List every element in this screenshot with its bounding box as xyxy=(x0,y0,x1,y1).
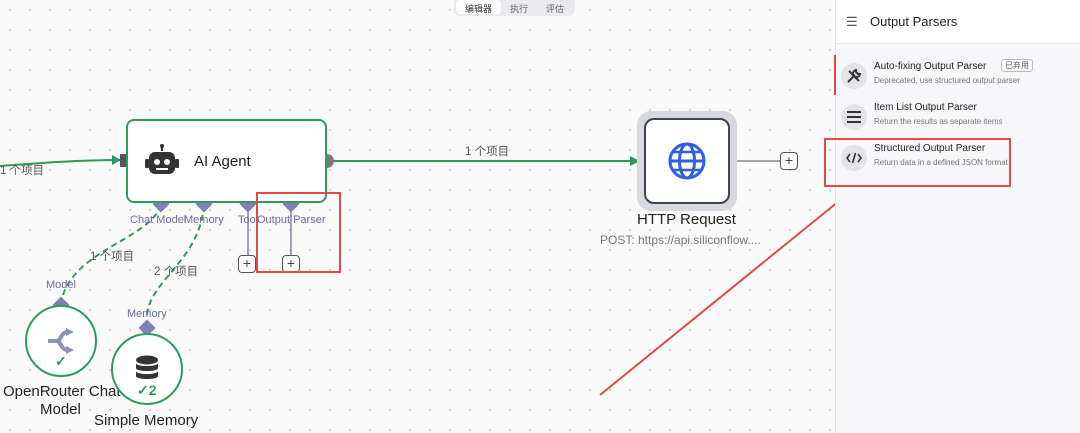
view-tabs: 编辑器 执行 评估 xyxy=(454,0,576,16)
ai-agent-title: AI Agent xyxy=(194,152,251,170)
highlight-arrow-line xyxy=(599,202,835,396)
http-request-title: HTTP Request xyxy=(637,211,736,228)
openrouter-title-line1: OpenRouter Chat xyxy=(3,383,121,400)
output-parser-port-label: Output Parser xyxy=(257,214,326,226)
success-check-icon: ✓2 xyxy=(137,382,157,398)
tool-port-label: Tool xyxy=(238,214,258,226)
tools-icon xyxy=(841,63,867,89)
add-next-node-button[interactable]: + xyxy=(780,152,798,170)
openrouter-chat-model-node[interactable]: ✓ xyxy=(25,305,97,377)
structured-parser-highlight xyxy=(824,138,1011,187)
memory-run-count: 2 xyxy=(148,382,157,398)
list-icon xyxy=(841,104,867,130)
memory-node-port[interactable] xyxy=(138,319,156,337)
simple-memory-title: Simple Memory xyxy=(94,412,199,429)
parser-item-name: Structured Output Parser xyxy=(874,143,986,154)
parser-item-name: Auto-fixing Output Parser xyxy=(874,61,987,72)
http-request-subtitle: POST: https://api.siliconflow.... xyxy=(600,233,761,247)
code-icon xyxy=(841,145,867,171)
ai-agent-node[interactable]: AI Agent xyxy=(126,119,327,203)
model-port-label: Model xyxy=(46,279,76,291)
parser-item-structured[interactable]: Structured Output Parser Return data in … xyxy=(836,137,1080,177)
deprecated-badge: 已弃用 xyxy=(1001,59,1033,72)
robot-icon xyxy=(145,144,179,174)
parser-item-name: Item List Output Parser xyxy=(874,102,977,113)
success-check-icon: ✓ xyxy=(55,353,67,369)
incoming-arrow xyxy=(112,155,121,165)
openrouter-icon xyxy=(48,328,74,354)
panel-header: ☰ Output Parsers xyxy=(836,0,1080,44)
database-icon xyxy=(136,355,158,379)
memory-item-count: 2 个项目 xyxy=(154,266,199,278)
add-tool-button[interactable]: + xyxy=(238,255,256,273)
workflow-canvas[interactable]: 编辑器 执行 评估 1 个项目 1 个项目 1 个项目 2 个项目 xyxy=(0,0,835,433)
agent-http-arrow xyxy=(630,156,640,166)
chat-model-port-label: Chat Model xyxy=(130,214,187,226)
agent-http-item-count: 1 个项目 xyxy=(465,146,510,158)
tab-executions[interactable]: 执行 xyxy=(510,4,529,14)
agent-input-port[interactable] xyxy=(120,154,126,167)
globe-icon xyxy=(668,142,706,180)
output-parser-highlight xyxy=(256,192,341,273)
parser-item-item-list[interactable]: Item List Output Parser Return the resul… xyxy=(836,96,1080,136)
output-parsers-panel: ☰ Output Parsers Auto-fixing Output Pars… xyxy=(835,0,1080,433)
panel-title: Output Parsers xyxy=(870,14,958,29)
parser-item-desc: Return data in a defined JSON format xyxy=(874,158,1008,167)
incoming-connection xyxy=(0,159,121,167)
memory-dashed-link xyxy=(146,204,205,316)
parser-item-desc: Return the results as separate items xyxy=(874,117,1003,126)
openrouter-title-line2: Model xyxy=(40,401,81,418)
model-dashed-link xyxy=(60,204,162,304)
http-request-node[interactable] xyxy=(644,118,730,204)
memory-node-port-label: Memory xyxy=(127,308,167,320)
tab-evaluations[interactable]: 评估 xyxy=(546,4,565,14)
incoming-item-count: 1 个项目 xyxy=(0,165,45,177)
tab-editor[interactable]: 编辑器 xyxy=(456,0,502,14)
parser-item-desc: Deprecated, use structured output parser xyxy=(874,76,1020,85)
selected-item-marker xyxy=(834,55,836,95)
list-menu-icon: ☰ xyxy=(846,13,858,29)
model-item-count: 1 个项目 xyxy=(90,251,135,263)
parser-item-auto-fixing[interactable]: Auto-fixing Output Parser 已弃用 Deprecated… xyxy=(836,55,1080,95)
simple-memory-node[interactable]: ✓2 xyxy=(111,333,183,405)
memory-port-label: Memory xyxy=(184,214,224,226)
